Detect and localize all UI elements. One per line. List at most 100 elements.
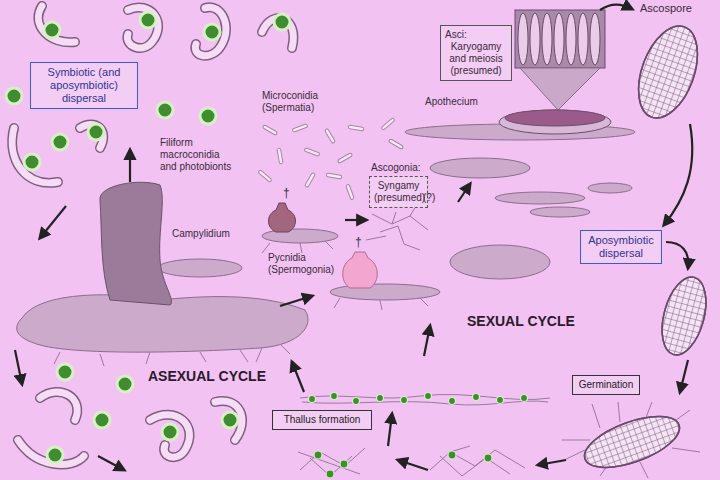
hyphal-network [401,397,408,404]
dagger-mark: † [355,235,362,249]
microconidia [306,150,317,154]
thallus-lobes [450,245,550,279]
apothecium [499,110,611,134]
hyphal-network [425,393,432,400]
hyphal-network [430,446,525,476]
germinating-spore [560,402,700,478]
microconidia [307,175,313,185]
dispersal-text: Symbiotic (and aposymbiotic) dispersal [35,66,133,105]
hyphal-network [340,460,348,468]
asci-panel [518,13,528,65]
cycle-arrows [280,296,312,306]
cycle-arrows [424,326,430,356]
microconidia [265,127,275,133]
macroconidia-worms [38,6,75,42]
microconidia [306,150,317,154]
asci-panel [530,13,540,65]
macroconidia-worms [195,7,226,55]
germinating-spore [578,406,686,478]
asci-panel [515,10,605,110]
macroconidia-worms [40,392,77,420]
photobiont-cells [140,12,156,28]
asci-panel [578,13,588,65]
microconidia [328,175,340,177]
hyphal-network [353,398,360,405]
microconidia [328,175,340,177]
ascospores [654,272,713,360]
hyphal-network [314,451,322,459]
asci-panel [520,68,600,110]
asci-panel [542,13,552,65]
cycle-arrows [458,184,470,202]
photobiont-cells [200,108,216,124]
structure-label: Ascospore [640,2,692,15]
structure-label: Campylidium [172,228,230,240]
ascospores [627,18,714,360]
microconidia [348,186,352,197]
box-heading: Asci: [445,29,507,41]
thallus-lobes [158,259,242,277]
cycle-arrows [664,124,692,225]
macroconidia-worms [38,6,75,42]
macroconidia-worms [12,128,58,183]
photobiont-cells [162,424,178,440]
microconidia [307,175,313,185]
microconidia [294,126,305,130]
dispersal-box: Symbiotic (and aposymbiotic) dispersal [30,62,138,109]
cycle-arrows [15,5,692,470]
thallus-lobes [588,183,632,193]
hyphal-network [497,397,504,404]
microconidia [350,127,362,129]
photobiont-cells [44,22,60,38]
cycle-arrows [666,242,688,268]
dispersal-box: Aposymbiotic dispersal [580,230,662,264]
macroconidia-worms [195,7,226,55]
photobiont-cells [6,12,290,463]
cycle-arrows [345,219,366,221]
ascospores [627,18,709,126]
photobiont-cells [204,24,220,40]
macroconidia-worms [80,124,103,148]
hyphal-network [309,396,316,403]
ascogonia-box: Ascogonia:Syngamy (presumed) [369,176,428,208]
rhizine-hyphae [366,206,428,250]
apothecium [505,110,605,126]
process-text: Syngamy (presumed) [374,180,423,204]
thallus-lobes [330,284,440,300]
hyphal-network [326,470,334,478]
thallus-lobes [530,207,590,217]
apothecium [499,110,611,134]
hyphal-network [473,394,480,401]
hyphal-network [377,395,384,402]
cycle-arrows [292,362,304,392]
photobiont-cells [94,412,110,428]
microconidia [260,172,269,180]
dispersal-text: Aposymbiotic dispersal [585,234,657,260]
thallus-lobes [17,124,635,352]
macroconidia-worms [127,8,158,48]
photobiont-cells [88,124,104,140]
structure-label: Pycnidia (Spermogonia) [268,252,342,276]
cycle-arrows [15,350,22,384]
cycle-arrows [40,206,66,238]
photobiont-cells [24,154,40,170]
microconidia [391,141,401,147]
microconidia [279,150,281,162]
microconidia [391,141,401,147]
microconidia [340,155,350,161]
cycle-arrows [398,460,428,470]
structure-label: Apothecium [425,96,478,108]
hyphal-network [521,395,528,402]
macroconidia-worms [127,8,158,48]
rhizine-hyphae [262,241,428,310]
ascospores [627,18,709,126]
photobiont-cells [117,376,133,392]
germination-box: Germination [572,375,640,395]
microconidia [327,131,333,141]
macroconidia-worms [40,392,77,420]
rhizine-hyphae [54,344,290,366]
microconidia [383,120,392,128]
macroconidia-worms [80,124,103,148]
germinating-spore [560,402,700,478]
